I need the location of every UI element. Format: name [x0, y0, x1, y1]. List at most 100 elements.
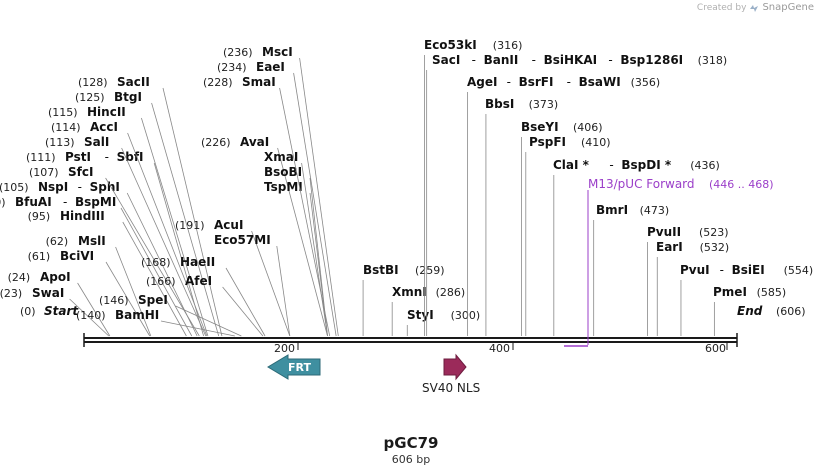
end-text: End: [737, 304, 763, 318]
site-pvui[interactable]: PvuI-BsiEI (554): [680, 263, 813, 336]
site-enzyme-name: PstI: [65, 150, 91, 164]
site-bmri[interactable]: BmrI(473): [593, 203, 670, 336]
site-position: (554): [784, 264, 814, 277]
site-tspmi[interactable]: TspMI: [264, 180, 328, 337]
site-acci[interactable]: (114)AccI: [51, 120, 208, 337]
site-hindiii[interactable]: (95)HindIII: [28, 209, 187, 337]
site-position: (140): [76, 309, 106, 322]
site-enzyme-name: SalI: [84, 135, 109, 149]
site-position: (406): [573, 121, 603, 134]
site-enzyme-name: NspI: [38, 180, 68, 194]
site-position: (585): [757, 286, 787, 299]
site-saci[interactable]: SacI-BanII-BsiHKAI-Bsp1286I(318): [426, 53, 728, 336]
site-msci[interactable]: (236)MscI: [223, 45, 339, 337]
site-swai[interactable]: (23)SwaI: [0, 286, 110, 337]
feature-frt[interactable]: FRT: [267, 354, 321, 380]
site-msli[interactable]: (62)MslI: [46, 234, 152, 337]
site-eaei[interactable]: (234)EaeI: [217, 60, 337, 337]
site-enzyme-name: AvaI: [240, 135, 269, 149]
site-btgi[interactable]: (125)BtgI: [75, 90, 220, 337]
site-clai[interactable]: ClaI *-BspDI *(436): [553, 158, 720, 336]
site-pvuii[interactable]: PvuII(523): [647, 225, 729, 336]
site-enzyme-name: BbsI: [485, 97, 514, 111]
site-position: (286): [436, 286, 466, 299]
site-connector: [222, 286, 264, 337]
site-position: (356): [631, 76, 661, 89]
site-bfuai[interactable]: (100)BfuAI-BspMI: [0, 195, 193, 337]
end-label: End (606): [737, 304, 806, 318]
site-bstbi[interactable]: BstBI(259): [362, 263, 445, 336]
site-enzyme-name: SphI: [90, 180, 120, 194]
site-smai[interactable]: (228)SmaI: [203, 75, 331, 337]
site-bcivi[interactable]: (61)BciVI: [28, 249, 151, 337]
plasmid-name: pGC79: [383, 434, 439, 452]
site-eco57mi[interactable]: Eco57MI: [214, 233, 291, 337]
site-hincii[interactable]: (115)HincII: [48, 105, 209, 337]
site-acui[interactable]: (191)AcuI: [175, 218, 291, 337]
site-nspi[interactable]: (105)NspI-SphI: [0, 180, 198, 337]
site-eco53ki[interactable]: Eco53kI(316): [424, 38, 522, 336]
site-sacii[interactable]: (128)SacII: [78, 75, 223, 337]
site-agei[interactable]: AgeI-BsrFI-BsaWI(356): [467, 75, 660, 336]
site-spei[interactable]: (146)SpeI: [99, 293, 242, 337]
site-enzyme-name: EarI: [656, 240, 683, 254]
site-separator: -: [472, 53, 476, 67]
site-position: (168): [141, 256, 171, 269]
site-enzyme-name: AccI: [90, 120, 118, 134]
site-enzyme-name: PspFI: [529, 135, 566, 149]
site-connector: [151, 102, 220, 337]
site-enzyme-name: SpeI: [138, 293, 168, 307]
site-bseyi[interactable]: BseYI(406): [521, 120, 603, 336]
site-enzyme-name: Eco57MI: [214, 233, 271, 247]
site-xmai[interactable]: XmaI: [264, 150, 328, 337]
site-eari[interactable]: EarI(532): [656, 240, 729, 336]
site-xmni[interactable]: XmnI(286): [391, 285, 466, 336]
site-connector: [301, 162, 328, 337]
ruler-tick-label: 200: [274, 342, 295, 355]
site-position: (226): [201, 136, 231, 149]
site-connector: [69, 298, 110, 337]
site-position: (436): [690, 159, 720, 172]
site-connector: [276, 245, 291, 337]
site-styi[interactable]: StyI(300): [406, 308, 481, 336]
start-label: (0) Start: [20, 304, 79, 318]
site-enzyme-name: BspDI *: [621, 158, 671, 172]
restriction-sites: (23)SwaI(24)ApoI(61)BciVI(62)MslI(95)Hin…: [0, 38, 813, 337]
site-position: (24): [8, 271, 31, 284]
site-enzyme-name: HaeII: [180, 255, 215, 269]
ruler: 200 400 600: [274, 342, 728, 355]
site-enzyme-name: BciVI: [60, 249, 94, 263]
site-avai[interactable]: (226) AvaI: [201, 135, 328, 337]
site-connector: [299, 57, 339, 337]
site-enzyme-name: BsiEI: [732, 263, 765, 277]
site-enzyme-name: PvuI: [680, 263, 710, 277]
site-separator: -: [105, 150, 109, 164]
site-enzyme-name: BanII: [484, 53, 519, 67]
site-sali[interactable]: (113)SalI: [45, 135, 207, 337]
site-position: (473): [640, 204, 670, 217]
primer-name: M13/pUC Forward: [588, 177, 695, 191]
site-enzyme-name: SwaI: [32, 286, 64, 300]
site-bbsi[interactable]: BbsI(373): [485, 97, 558, 336]
site-separator: -: [507, 75, 511, 89]
site-enzyme-name: PmeI: [713, 285, 747, 299]
site-enzyme-name: SacI: [432, 53, 460, 67]
site-separator: -: [720, 263, 724, 277]
site-bamhi[interactable]: (140) BamHI: [76, 308, 235, 337]
site-connector: [160, 320, 235, 337]
ruler-tick-label: 600: [705, 342, 726, 355]
site-pspfi[interactable]: PspFI(410): [525, 135, 611, 336]
site-haeii[interactable]: (168) HaeII: [141, 255, 266, 337]
feature-frt-label: FRT: [288, 361, 311, 374]
feature-sv40-nls-label: SV40 NLS: [422, 381, 480, 395]
site-enzyme-name: AgeI: [467, 75, 497, 89]
site-separator: -: [608, 53, 612, 67]
feature-sv40-nls[interactable]: SV40 NLS: [422, 353, 480, 395]
site-separator: -: [567, 75, 571, 89]
site-afei[interactable]: (166)AfeI: [146, 274, 264, 337]
site-apoi[interactable]: (24)ApoI: [8, 270, 111, 337]
site-position: (300): [451, 309, 481, 322]
site-pmei[interactable]: PmeI (585): [713, 285, 786, 336]
site-enzyme-name: XmaI: [264, 150, 298, 164]
site-enzyme-name: BamHI: [115, 308, 159, 322]
